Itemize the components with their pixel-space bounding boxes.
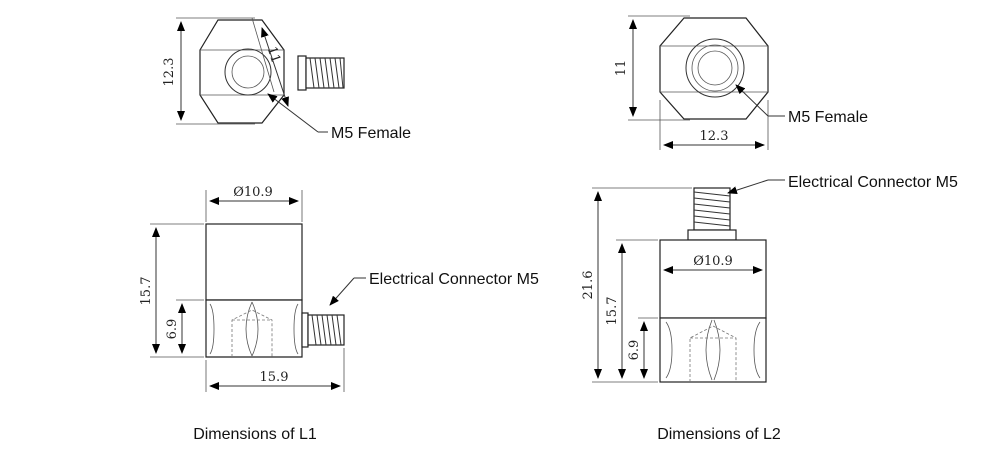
l2-top-callout: M5 Female bbox=[788, 109, 868, 126]
l2-side-hex bbox=[659, 317, 767, 383]
l2-side-height-dim: 15.7 bbox=[605, 297, 620, 326]
l2-top-hex bbox=[659, 17, 769, 120]
l1-side-length-dim: 15.9 bbox=[260, 370, 289, 385]
l2-side-collar bbox=[687, 229, 737, 241]
l1-side-diameter-dim: Ø10.9 bbox=[233, 185, 273, 200]
l1-side-view: Ø10.9 15.7 6.9 15.9 Electrical Connector… bbox=[139, 185, 539, 392]
caption-l1: Dimensions of L1 bbox=[193, 426, 317, 443]
l2-top-height-dim: 11 bbox=[614, 60, 629, 77]
caption-l2: Dimensions of L2 bbox=[657, 426, 781, 443]
l1-side-hex bbox=[205, 299, 303, 358]
l2-top-bore-inner bbox=[691, 44, 739, 92]
l1-side-hex-dim: 6.9 bbox=[165, 319, 180, 340]
l2-side-diameter-dim: Ø10.9 bbox=[693, 254, 733, 269]
l1-side-collar bbox=[301, 312, 309, 348]
l1-top-collar bbox=[297, 55, 307, 91]
l2-side-cylinder bbox=[659, 239, 767, 319]
l1-side-cylinder bbox=[205, 223, 303, 301]
l1-top-threads bbox=[309, 57, 344, 89]
l2-top-width-dim: 12.3 bbox=[700, 129, 729, 144]
l1-top-view: 12.3 11 M5 Female bbox=[162, 17, 411, 142]
l1-top-flats-dim: 11 bbox=[264, 45, 283, 65]
l2-side-view: Ø10.9 21.6 15.7 6.9 Electrical Connector… bbox=[581, 174, 958, 383]
l2-top-bore-core bbox=[697, 50, 733, 86]
l2-side-callout: Electrical Connector M5 bbox=[788, 174, 958, 191]
l2-side-total-dim: 21.6 bbox=[581, 271, 596, 300]
l1-top-height-dim: 12.3 bbox=[162, 58, 177, 87]
l2-top-bore-outer bbox=[685, 38, 745, 98]
l2-top-view: 11 12.3 M5 Female bbox=[614, 15, 868, 150]
l1-side-callout: Electrical Connector M5 bbox=[369, 271, 539, 288]
l2-side-hex-dim: 6.9 bbox=[627, 340, 642, 361]
l1-top-callout: M5 Female bbox=[331, 125, 411, 142]
l1-side-height-dim: 15.7 bbox=[139, 277, 154, 306]
